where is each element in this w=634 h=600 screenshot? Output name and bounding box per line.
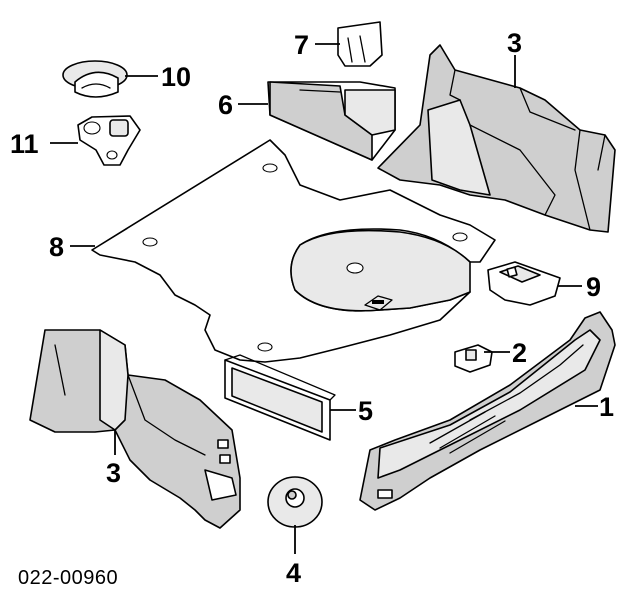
- callout-8: 8: [49, 232, 64, 262]
- callout-3-right: 3: [507, 28, 522, 58]
- callout-labels: 1 2 3 3 4 5 6 7 8 9 10 11: [10, 28, 614, 588]
- part-9-bracket: [487, 261, 561, 306]
- callout-9: 9: [586, 272, 601, 302]
- part-7-clip: [337, 21, 383, 67]
- part-3-right-side-trim: [377, 44, 616, 233]
- callout-2: 2: [512, 338, 527, 368]
- part-11-tie-down-bracket: [77, 115, 141, 166]
- callout-11: 11: [10, 129, 39, 159]
- callout-7: 7: [294, 30, 309, 60]
- callout-4: 4: [286, 558, 301, 588]
- part-2-clip: [454, 344, 493, 373]
- callout-3-left: 3: [106, 458, 121, 488]
- part-10-tie-down-ring: [62, 60, 128, 98]
- callout-6: 6: [218, 90, 233, 120]
- part-4-push-fastener: [267, 476, 323, 528]
- part-3-left-side-trim: [29, 329, 241, 529]
- callout-1: 1: [599, 392, 614, 422]
- part-8-trunk-floor-panel: [91, 139, 496, 363]
- part-1-rear-sill-panel: [359, 311, 616, 511]
- part-5-vent-duct: [224, 354, 336, 441]
- callout-5: 5: [358, 396, 373, 426]
- part-6-storage-tray: [267, 81, 396, 161]
- diagram-code: 022-00960: [18, 567, 118, 589]
- callout-10: 10: [161, 62, 191, 92]
- leader-lines: [50, 43, 598, 554]
